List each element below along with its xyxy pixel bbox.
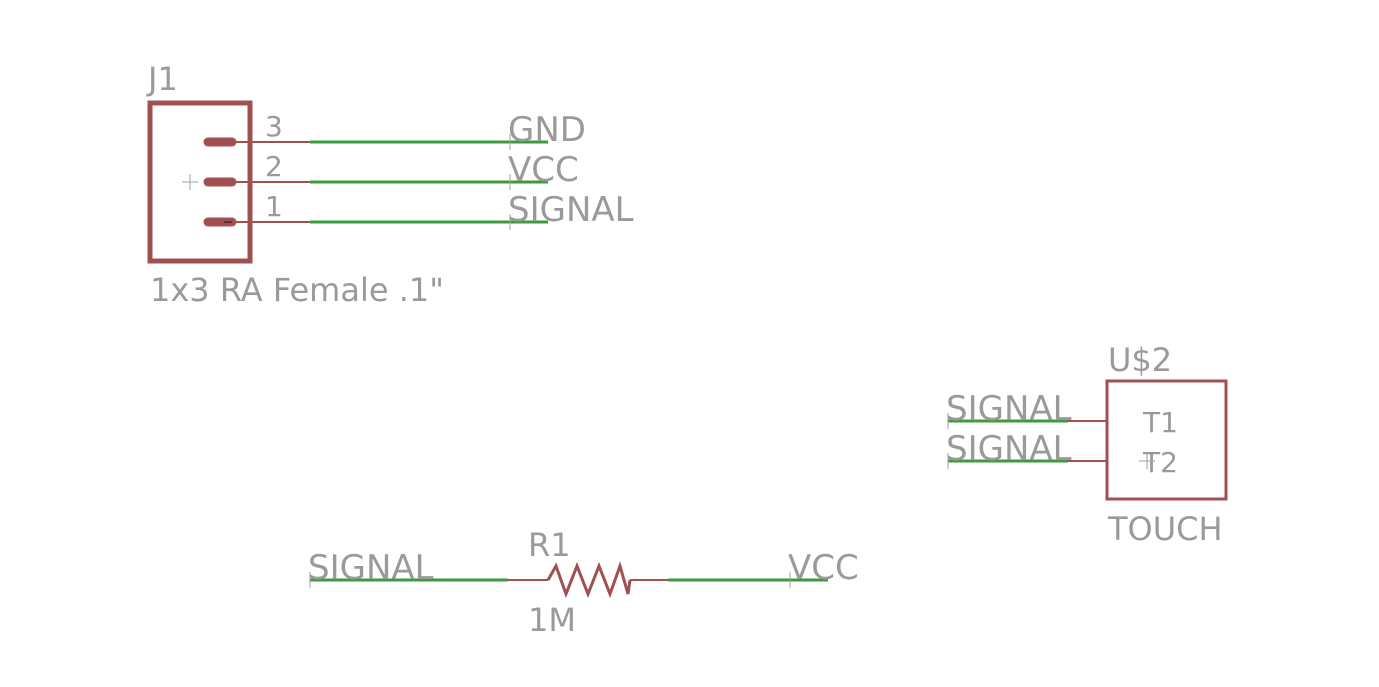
net-label-gnd: GND (508, 110, 586, 150)
j1-pin1-number: 1 (265, 190, 283, 223)
part-u2-touch[interactable]: U$2 T1 T2 TOUCH (1068, 341, 1228, 548)
net-label-vcc: VCC (508, 150, 579, 190)
net-label-u2-t1: SIGNAL (946, 389, 1072, 429)
resistor-r1[interactable]: R1 1M (508, 526, 668, 639)
u2-value: TOUCH (1107, 510, 1223, 548)
net-label-signal: SIGNAL (508, 190, 634, 230)
r1-nets: SIGNAL VCC (308, 548, 859, 588)
j1-value: 1x3 RA Female .1" (150, 271, 444, 309)
net-label-r1-signal: SIGNAL (308, 548, 434, 588)
r1-name: R1 (528, 526, 571, 564)
net-label-r1-vcc: VCC (788, 548, 859, 588)
j1-pin2-number: 2 (265, 150, 283, 183)
j1-name: J1 (146, 60, 178, 98)
u2-nets: SIGNAL SIGNAL (946, 389, 1072, 469)
connector-j1[interactable]: J1 3 2 1 1x3 RA Female .1" (146, 60, 444, 309)
j1-pin3-number: 3 (265, 110, 283, 143)
j1-nets: GND VCC SIGNAL (310, 110, 634, 230)
u2-pin-t1: T1 (1142, 406, 1178, 439)
u2-body (1105, 379, 1228, 501)
u2-pin-t2: T2 (1142, 446, 1178, 479)
net-label-u2-t2: SIGNAL (946, 429, 1072, 469)
r1-zigzag (546, 561, 632, 599)
u2-name: U$2 (1108, 341, 1172, 379)
r1-value: 1M (528, 601, 576, 639)
